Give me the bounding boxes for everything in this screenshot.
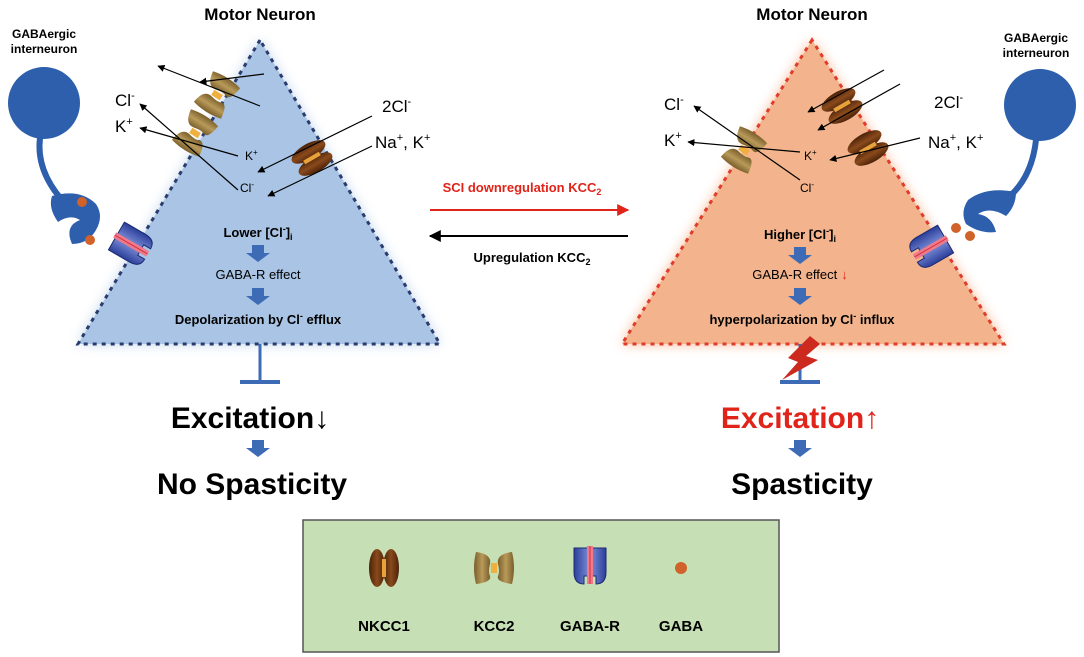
right-label-k-in: K+ — [804, 148, 817, 163]
left-gaba-dot-1 — [77, 197, 87, 207]
left-polarization: Depolarization by Cl- efflux — [175, 311, 342, 327]
left-arrow-cl-top — [199, 73, 265, 85]
right-interneuron-terminal — [963, 190, 1016, 233]
right-chloride-level: Higher [Cl-]i — [764, 226, 836, 244]
left-flow-arrow-2 — [246, 288, 270, 305]
right-interneuron-label-2: interneuron — [1003, 46, 1070, 60]
right-gaba-effect: GABA-R effect↓ — [752, 267, 848, 282]
right-flow-arrow-1 — [788, 247, 812, 264]
right-gaba-dot-1 — [965, 231, 975, 241]
upregulation-label: Upregulation KCC2 — [474, 250, 591, 267]
right-interneuron-axon — [1007, 139, 1039, 199]
left-label-cl-out: Cl- — [115, 90, 135, 110]
right-label-nak: Na+, K+ — [928, 132, 983, 152]
right-arrow-2cl-in-1 — [817, 83, 901, 131]
right-neuron-body — [619, 37, 1007, 346]
legend: NKCC1 KCC2 GABA-R GABA — [302, 519, 780, 653]
left-interneuron-axon — [36, 137, 65, 202]
legend-label-gaba-r: GABA-R — [560, 618, 620, 635]
right-label-2cl: 2Cl- — [934, 92, 964, 112]
left-label-k-in: K+ — [245, 148, 258, 163]
left-flow-arrow-3 — [246, 440, 270, 457]
right-title: Motor Neuron — [756, 5, 867, 24]
legend-label-gaba: GABA — [659, 618, 703, 635]
right-interneuron-soma — [1004, 69, 1076, 141]
right-arrow-cl-out — [693, 105, 801, 181]
right-flow-arrow-3 — [788, 440, 812, 457]
left-arrow-cl-out — [139, 103, 239, 191]
left-arrow-nak-in — [267, 145, 373, 197]
legend-label-kcc2: KCC2 — [474, 618, 515, 635]
left-interneuron-label-1: GABAergic — [12, 27, 76, 41]
right-neuron: Motor Neuron GABAergic interneuron Cl- K… — [619, 5, 1076, 501]
left-excitation: Excitation↓ — [171, 402, 329, 435]
legend-label-nkcc1: NKCC1 — [358, 618, 410, 635]
left-interneuron-soma — [8, 67, 80, 139]
right-polarization: hyperpolarization by Cl- influx — [709, 311, 895, 327]
left-arrow-k-out — [157, 65, 261, 107]
right-arrow-nak-in — [829, 137, 921, 162]
gaba-r-icon — [573, 545, 607, 585]
right-gaba-dot-2 — [951, 223, 961, 233]
right-flow-arrow-2 — [788, 288, 812, 305]
right-label-cl-out: Cl- — [664, 94, 684, 114]
left-arrow-2cl-in — [257, 115, 373, 173]
gaba-icon — [675, 562, 687, 574]
left-flow-arrow-1 — [246, 245, 270, 262]
right-label-cl-in: Cl- — [800, 180, 814, 195]
right-outcome: Spasticity — [731, 468, 873, 501]
downregulation-label: SCI downregulation KCC2 — [443, 180, 602, 197]
left-gaba-dot-2 — [85, 235, 95, 245]
left-chloride-level: Lower [Cl-]i — [223, 224, 292, 242]
left-neuron: Motor Neuron GABAergic interneuron Cl- K… — [8, 5, 443, 501]
legend-box — [302, 519, 780, 653]
left-outcome: No Spasticity — [157, 468, 347, 501]
left-label-cl-in: Cl- — [240, 180, 254, 195]
left-label-2cl: 2Cl- — [382, 96, 412, 116]
left-title: Motor Neuron — [204, 5, 315, 24]
left-interneuron: GABAergic interneuron — [8, 27, 100, 244]
right-arrow-k-out — [687, 138, 801, 153]
right-interneuron-label-1: GABAergic — [1004, 31, 1068, 45]
left-label-nak: Na+, K+ — [375, 132, 430, 152]
left-interneuron-terminal — [50, 193, 100, 244]
right-label-k-out: K+ — [664, 130, 682, 150]
left-arrow-k-out-2 — [139, 126, 239, 157]
right-excitation: Excitation↑ — [721, 402, 879, 435]
middle-arrows: SCI downregulation KCC2 Upregulation KCC… — [428, 180, 630, 267]
left-label-k-out: K+ — [115, 116, 133, 136]
left-neuron-body — [75, 37, 443, 346]
lightning-bolt-icon — [782, 336, 820, 380]
left-gaba-effect: GABA-R effect — [215, 267, 300, 282]
left-interneuron-label-2: interneuron — [11, 42, 78, 56]
right-arrow-2cl-in-2 — [807, 69, 885, 113]
right-interneuron: GABAergic interneuron — [963, 31, 1076, 233]
